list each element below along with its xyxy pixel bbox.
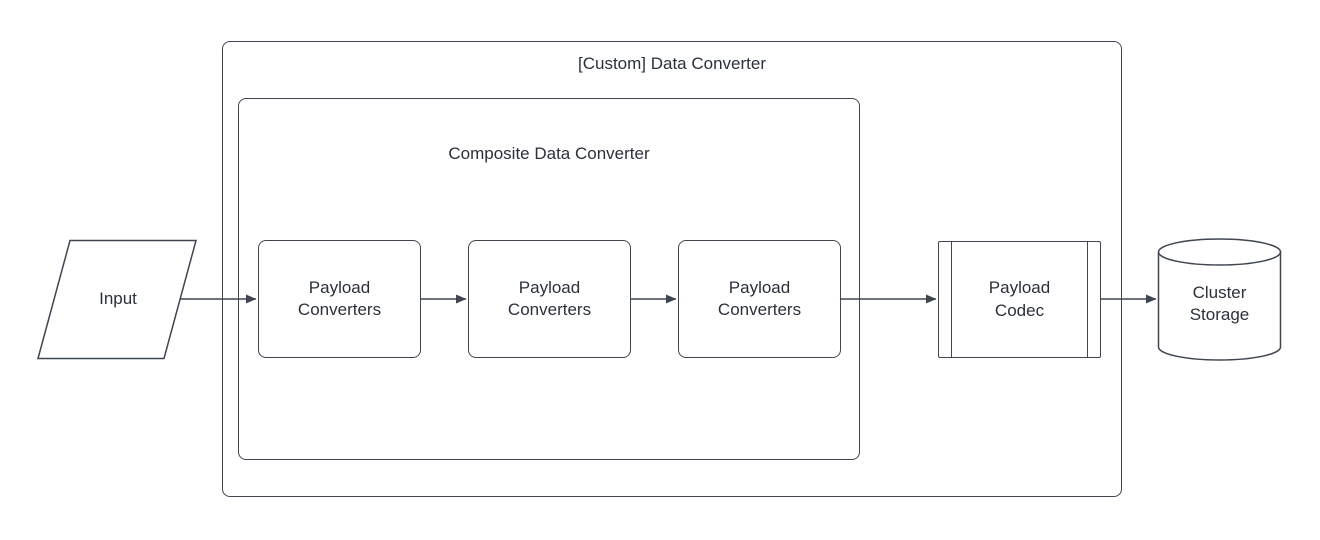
payload-converters-node-3: Payload Converters <box>678 240 841 358</box>
payload-converters-1-label: Payload Converters <box>297 277 382 319</box>
input-node: Input <box>58 241 178 358</box>
payload-converters-3-label: Payload Converters <box>717 277 802 319</box>
codec-right-bar <box>1087 242 1088 357</box>
cluster-storage-label: Cluster Storage <box>1189 282 1250 324</box>
codec-left-bar <box>951 242 952 357</box>
composite-data-converter-label: Composite Data Converter <box>448 144 650 163</box>
payload-codec-node: Payload Codec <box>938 241 1101 358</box>
custom-data-converter-label: [Custom] Data Converter <box>577 54 766 73</box>
input-node-label: Input <box>99 289 137 309</box>
payload-converters-node-1: Payload Converters <box>258 240 421 358</box>
payload-converters-2-label: Payload Converters <box>507 277 592 319</box>
cluster-storage-node: Cluster Storage <box>1158 254 1281 354</box>
payload-converters-node-2: Payload Converters <box>468 240 631 358</box>
payload-codec-label: Payload Codec <box>988 278 1051 320</box>
